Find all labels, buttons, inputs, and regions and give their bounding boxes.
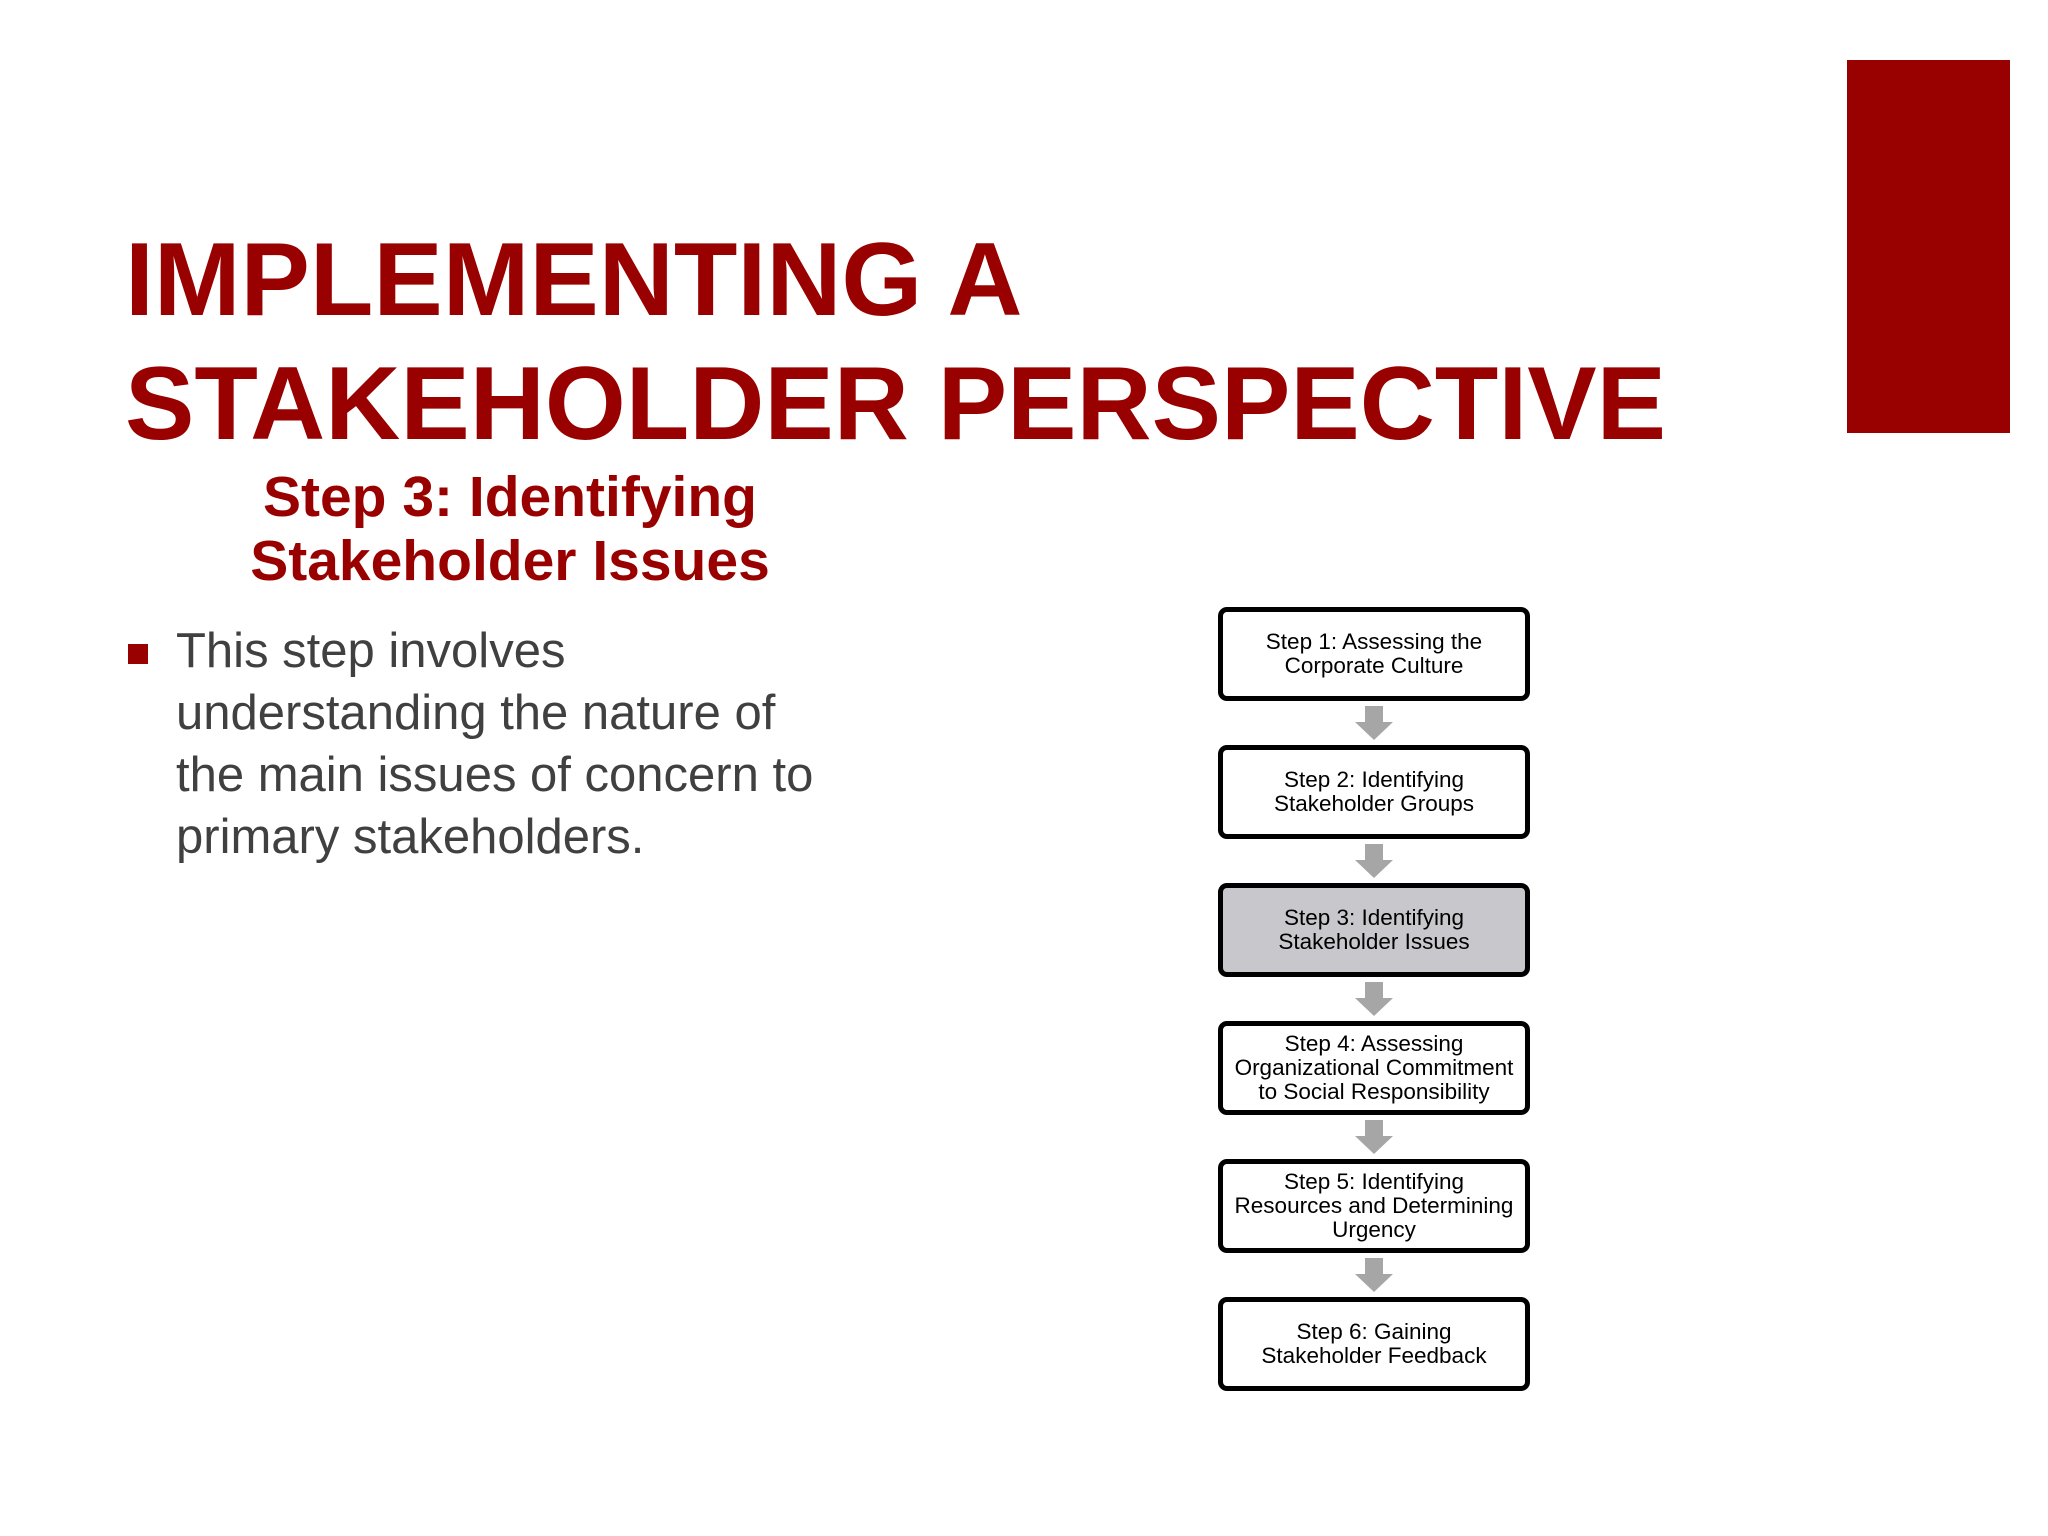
flow-step-label: Stakeholder Groups [1273, 791, 1475, 816]
flow-step-label: Step 1: Assessing the [1265, 629, 1483, 654]
accent-bar [1847, 60, 2010, 433]
bullet-text-line: the main issues of concern to [176, 748, 814, 802]
slide-title-line: IMPLEMENTING A [125, 222, 1023, 338]
flow-step-label: Step 2: Identifying [1283, 767, 1465, 792]
down-arrow-icon [1355, 1120, 1393, 1154]
flow-step-label: Urgency [1332, 1217, 1416, 1242]
bullet-list: This step involves understanding the nat… [128, 620, 888, 868]
flow-step-label: to Social Responsibility [1258, 1079, 1490, 1104]
flow-arrow-wrap [1218, 977, 1530, 1021]
flow-step-label: Step 4: Assessing [1284, 1031, 1464, 1056]
down-arrow-icon [1355, 982, 1393, 1016]
slide-subtitle-line: Step 3: Identifying [262, 465, 758, 529]
bullet-text: This step involves understanding the nat… [176, 620, 888, 868]
slide-title-line: STAKEHOLDER PERSPECTIVE [125, 346, 1666, 462]
flow-step-label: Resources and Determining [1234, 1193, 1514, 1218]
bullet-text-line: primary stakeholders. [176, 810, 645, 864]
slide-subtitle: Step 3: Identifying Stakeholder Issues [165, 465, 855, 593]
square-bullet-icon [128, 644, 148, 664]
flow-arrow-wrap [1218, 1115, 1530, 1159]
flow-arrow-wrap [1218, 1253, 1530, 1297]
flow-arrow-wrap [1218, 839, 1530, 883]
flow-step-label: Step 5: Identifying [1283, 1169, 1465, 1194]
flow-step-label: Stakeholder Issues [1278, 929, 1470, 954]
bullet-text-line: understanding the nature of [176, 686, 776, 740]
bullet-text-line: This step involves [176, 624, 566, 678]
flow-step-label: Corporate Culture [1284, 653, 1464, 678]
slide-subtitle-line: Stakeholder Issues [250, 529, 770, 593]
flow-step-label: Step 3: Identifying [1283, 905, 1465, 930]
down-arrow-icon [1355, 1258, 1393, 1292]
flow-step-label: Step 6: Gaining [1296, 1319, 1452, 1344]
bullet-item: This step involves understanding the nat… [128, 620, 888, 868]
down-arrow-icon [1355, 844, 1393, 878]
flow-step-label: Stakeholder Feedback [1261, 1343, 1487, 1368]
slide-title: IMPLEMENTING A STAKEHOLDER PERSPECTIVE [125, 218, 1825, 466]
flow-step-label: Organizational Commitment [1234, 1055, 1514, 1080]
flow-arrow-wrap [1218, 701, 1530, 745]
down-arrow-icon [1355, 706, 1393, 740]
